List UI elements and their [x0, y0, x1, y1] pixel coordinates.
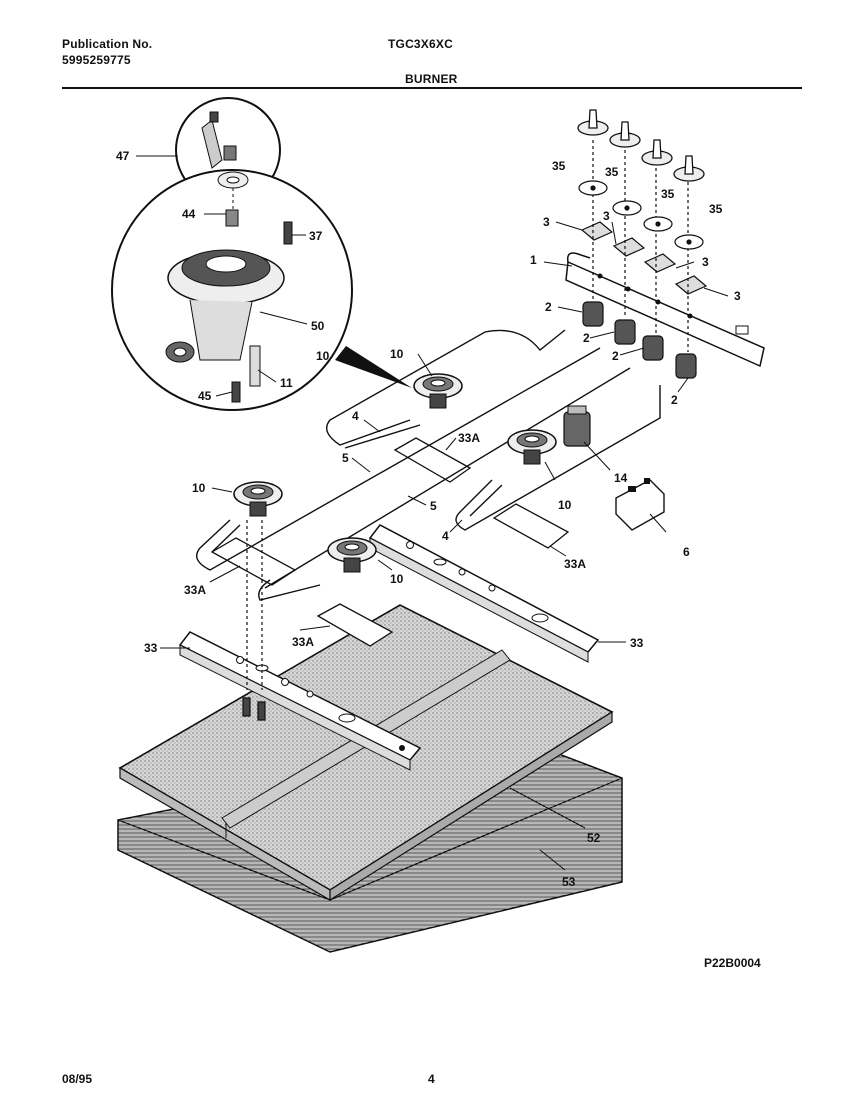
mounting-screws: [242, 520, 266, 721]
callout-6: 6: [683, 545, 690, 559]
callout-33a-b: 33A: [184, 583, 206, 597]
callout-3-a: 3: [543, 215, 550, 229]
callout-10-b: 10: [192, 481, 206, 495]
publication-label: Publication No.: [62, 37, 153, 51]
callout-44: 44: [182, 207, 196, 221]
support-bracket-33a: [210, 437, 570, 647]
callout-4-b: 4: [442, 529, 449, 543]
callout-33a-d: 33A: [292, 635, 314, 649]
callout-5-b: 5: [430, 499, 437, 513]
callout-33-left: 33: [144, 641, 158, 655]
gas-tubes: [196, 329, 661, 601]
callout-35-d: 35: [709, 202, 723, 216]
callout-33a-a: 33A: [458, 431, 480, 445]
callout-14: 14: [614, 471, 628, 485]
callout-1: 1: [530, 253, 537, 267]
valve-bracket: [580, 221, 708, 295]
callout-3-b: 3: [603, 209, 610, 223]
callout-35-b: 35: [605, 165, 619, 179]
footer-date: 08/95: [62, 1072, 93, 1086]
callout-labels: 47 44 37 50 10 11 45 10 4 5 33A 10 5 10 …: [116, 149, 741, 889]
callout-2-c: 2: [612, 349, 619, 363]
pressure-regulator: [563, 405, 591, 447]
callout-3-d: 3: [734, 289, 741, 303]
callout-35-c: 35: [661, 187, 675, 201]
callout-10-a: 10: [390, 347, 404, 361]
callout-33-right: 33: [630, 636, 644, 650]
page-number: 4: [428, 1072, 435, 1086]
control-knob: [577, 109, 705, 182]
callout-33a-c: 33A: [564, 557, 586, 571]
callout-2-d: 2: [671, 393, 678, 407]
callout-3-c: 3: [702, 255, 709, 269]
detail-callout-circle: [111, 97, 412, 411]
header-rule: [62, 87, 802, 89]
callout-52: 52: [587, 831, 601, 845]
callout-5-a: 5: [342, 451, 349, 465]
callout-35-a: 35: [552, 159, 566, 173]
leader-lines: [136, 155, 729, 871]
spark-module: [615, 478, 665, 531]
diagram-code: P22B0004: [704, 956, 761, 970]
model-number: TGC3X6XC: [388, 37, 453, 51]
callout-47: 47: [116, 149, 130, 163]
gas-valve: [582, 301, 697, 379]
surface-burner: [233, 373, 557, 573]
callout-4-a: 4: [352, 409, 359, 423]
burner-bracket-front: [178, 631, 422, 771]
callout-37: 37: [309, 229, 323, 243]
section-title: BURNER: [405, 72, 458, 86]
callout-10-c: 10: [558, 498, 572, 512]
callout-50: 50: [311, 319, 325, 333]
callout-2-b: 2: [583, 331, 590, 345]
callout-10-d: 10: [390, 572, 404, 586]
callout-45: 45: [198, 389, 212, 403]
callout-2-a: 2: [545, 300, 552, 314]
callout-53: 53: [562, 875, 576, 889]
callout-10-detail: 10: [316, 349, 330, 363]
burner-bracket-rear: [368, 524, 600, 663]
callout-11: 11: [280, 376, 293, 390]
valve-stems: [592, 140, 689, 352]
control-bezel: [578, 180, 704, 250]
manifold-pipe: [565, 252, 765, 368]
publication-number: 5995259775: [62, 53, 131, 67]
